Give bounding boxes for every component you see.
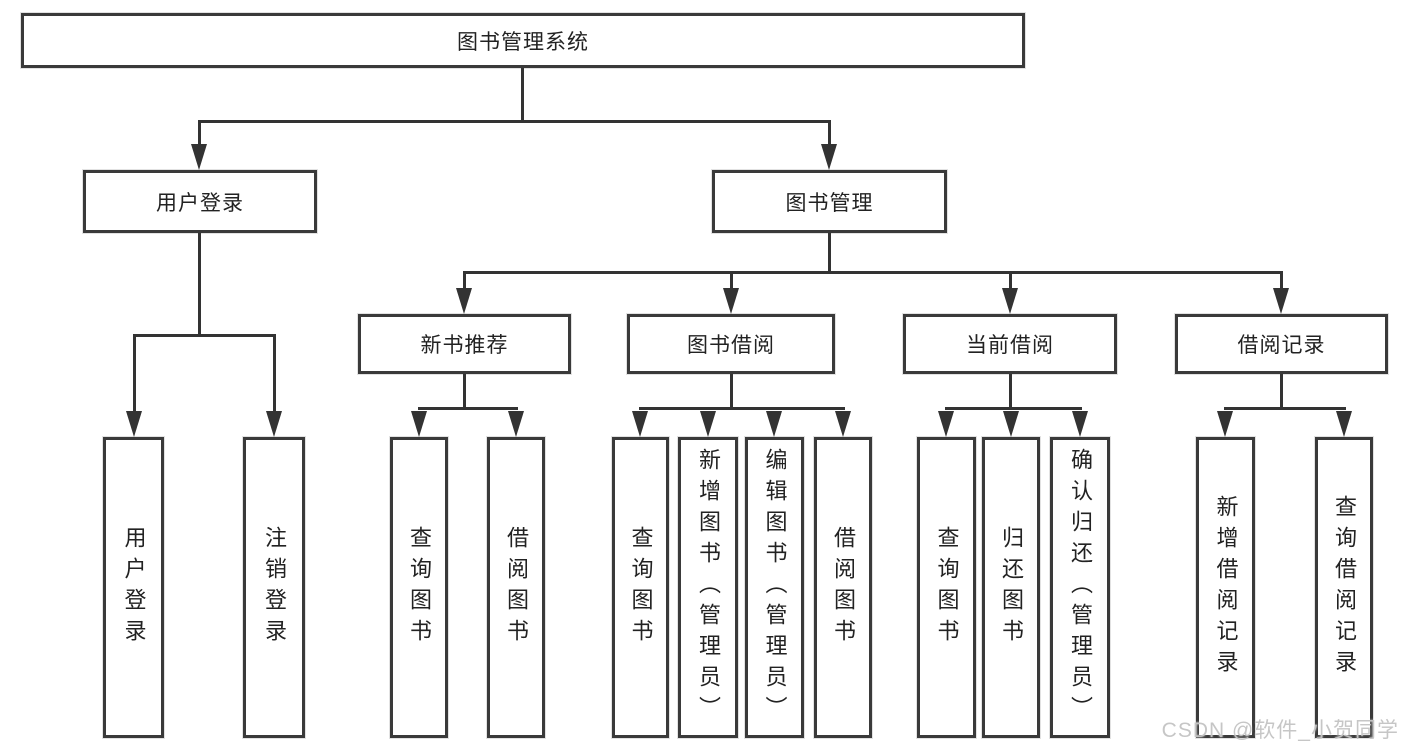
leaf-label: 编辑图书（管理员） xyxy=(762,448,788,727)
arrow-down-icon xyxy=(632,411,648,437)
arrow-down-icon xyxy=(411,411,427,437)
leaf-query-books: 查询图书 xyxy=(390,437,448,738)
connector-root-stem xyxy=(521,68,524,123)
arrow-down-icon xyxy=(266,411,282,437)
node-label: 当前借阅 xyxy=(966,334,1054,357)
leaf-label: 归还图书 xyxy=(999,525,1024,650)
connector-new-books-bar xyxy=(418,407,518,410)
arrow-down-icon xyxy=(723,288,739,314)
node-book-management: 图书管理 xyxy=(712,170,947,233)
node-label: 图书管理 xyxy=(785,191,874,215)
arrow-down-icon xyxy=(508,411,524,437)
connector-current-stem xyxy=(1009,374,1012,410)
connector-records-bar xyxy=(1224,407,1346,410)
connector-book-mgmt-stem xyxy=(828,233,831,274)
leaf-user-login: 用户登录 xyxy=(103,437,164,738)
connector-new-books-stem xyxy=(463,374,466,410)
arrow-down-icon xyxy=(766,411,782,437)
leaf-label: 查询借阅记录 xyxy=(1332,494,1357,681)
connector-shaft xyxy=(463,271,466,291)
leaf-confirm-return-admin: 确认归还（管理员） xyxy=(1050,437,1110,738)
leaf-label: 确认归还（管理员） xyxy=(1068,448,1093,727)
leaf-label: 新增图书（管理员） xyxy=(696,448,721,727)
arrow-down-icon xyxy=(126,411,142,437)
leaf-label: 查询图书 xyxy=(934,525,960,650)
node-label: 用户登录 xyxy=(156,191,244,215)
connector-user-login-bar xyxy=(133,334,276,337)
connector-root-bar xyxy=(198,120,830,123)
arrow-down-icon xyxy=(1273,288,1289,314)
node-label: 图书借阅 xyxy=(687,334,775,357)
connector-shaft xyxy=(1009,271,1012,291)
connector-current-bar xyxy=(945,407,1082,410)
leaf-label: 查询图书 xyxy=(628,525,654,650)
arrow-down-icon xyxy=(1072,411,1088,437)
node-system-root: 图书管理系统 xyxy=(21,13,1025,68)
connector-shaft xyxy=(273,334,276,414)
arrow-down-icon xyxy=(191,144,207,170)
csdn-watermark: CSDN @软件_小贺同学 xyxy=(1161,719,1399,742)
leaf-add-books-admin: 新增图书（管理员） xyxy=(678,437,738,738)
connector-to-book-mgmt-shaft xyxy=(828,120,831,146)
leaf-query-books: 查询图书 xyxy=(917,437,976,738)
leaf-borrow-books: 借阅图书 xyxy=(487,437,545,738)
leaf-label: 注销登录 xyxy=(262,525,287,650)
leaf-label: 新增借阅记录 xyxy=(1213,494,1239,681)
leaf-logout: 注销登录 xyxy=(243,437,305,738)
leaf-borrow-books: 借阅图书 xyxy=(814,437,872,738)
leaf-return-books: 归还图书 xyxy=(982,437,1040,738)
node-label: 新书推荐 xyxy=(420,334,509,357)
node-current-borrow: 当前借阅 xyxy=(903,314,1117,374)
node-new-book-recommend: 新书推荐 xyxy=(358,314,571,374)
leaf-add-borrow-record: 新增借阅记录 xyxy=(1196,437,1255,738)
connector-book-mgmt-bar xyxy=(463,271,1283,274)
leaf-query-borrow-record: 查询借阅记录 xyxy=(1315,437,1373,738)
node-label: 借阅记录 xyxy=(1237,334,1326,357)
node-user-login: 用户登录 xyxy=(83,170,317,233)
connector-records-stem xyxy=(1280,374,1283,410)
node-label: 图书管理系统 xyxy=(457,30,589,54)
arrow-down-icon xyxy=(835,411,851,437)
arrow-down-icon xyxy=(456,288,472,314)
connector-shaft xyxy=(133,334,136,414)
connector-user-login-stem xyxy=(198,233,201,337)
arrow-down-icon xyxy=(1336,411,1352,437)
connector-borrow-bar xyxy=(639,407,845,410)
arrow-down-icon xyxy=(700,411,716,437)
arrow-down-icon xyxy=(1217,411,1233,437)
leaf-label: 借阅图书 xyxy=(504,525,529,650)
node-borrow-records: 借阅记录 xyxy=(1175,314,1388,374)
leaf-label: 借阅图书 xyxy=(831,525,856,650)
connector-borrow-stem xyxy=(730,374,733,410)
node-book-borrow: 图书借阅 xyxy=(627,314,835,374)
arrow-down-icon xyxy=(938,411,954,437)
arrow-down-icon xyxy=(1002,288,1018,314)
leaf-label: 用户登录 xyxy=(121,525,147,650)
arrow-down-icon xyxy=(821,144,837,170)
leaf-query-books: 查询图书 xyxy=(612,437,669,738)
leaf-label: 查询图书 xyxy=(407,525,432,650)
connector-shaft xyxy=(730,271,733,291)
connector-to-user-login-shaft xyxy=(198,120,201,146)
arrow-down-icon xyxy=(1003,411,1019,437)
connector-shaft xyxy=(1280,271,1283,291)
leaf-edit-books-admin: 编辑图书（管理员） xyxy=(745,437,804,738)
